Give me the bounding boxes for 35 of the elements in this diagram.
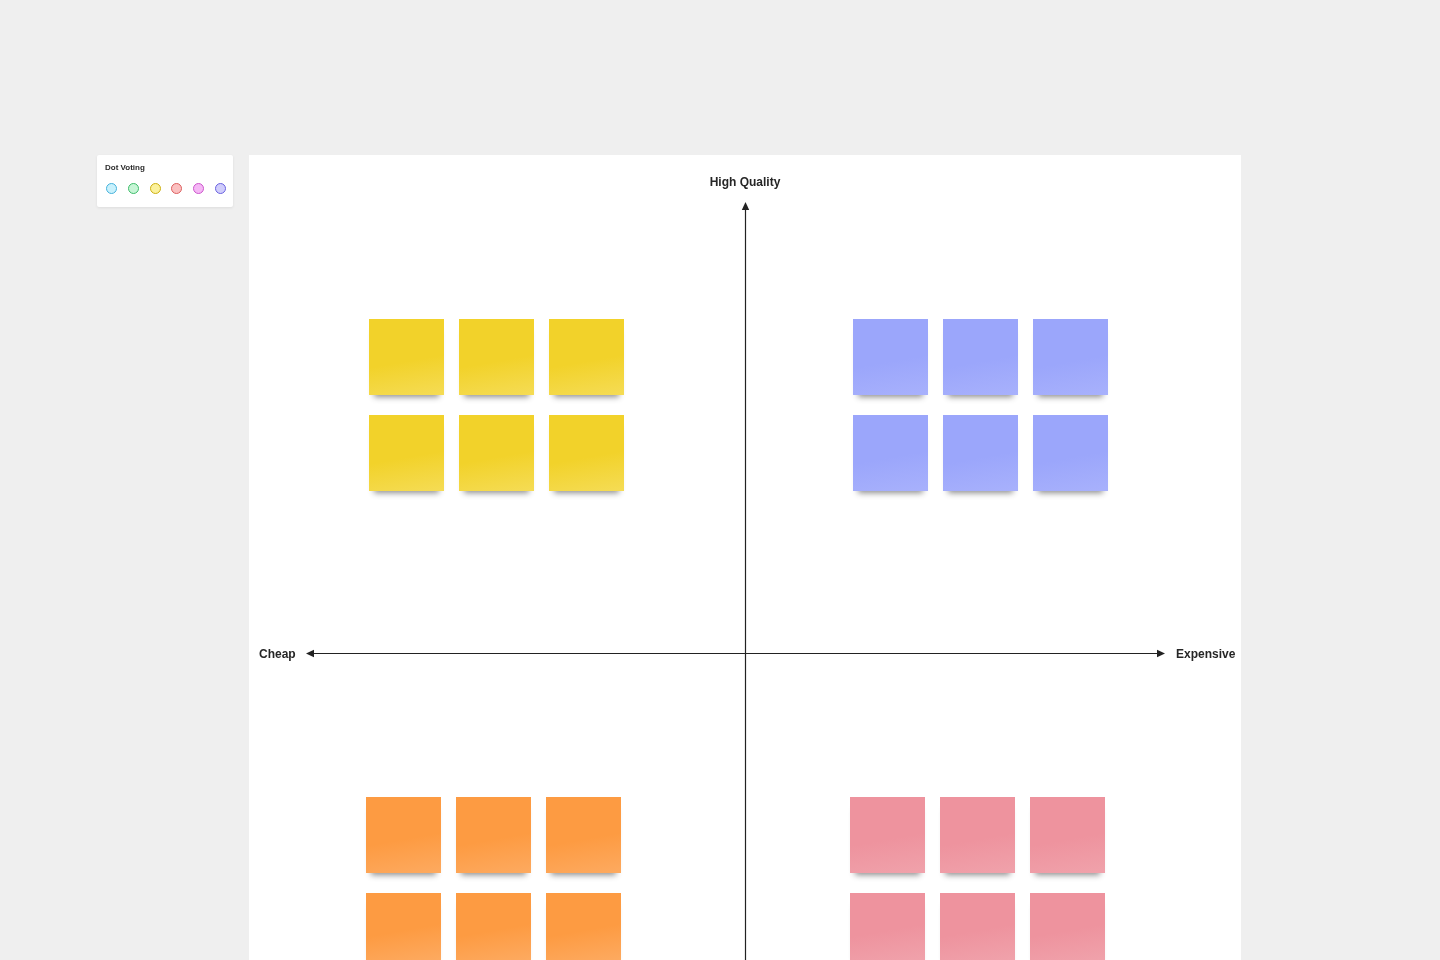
sticky-note bbox=[549, 319, 624, 395]
sticky-note bbox=[456, 797, 531, 873]
sticky-note bbox=[546, 893, 621, 960]
sticky-note bbox=[1033, 319, 1108, 395]
axis-label: Expensive bbox=[1176, 647, 1236, 661]
voting-dot-icon bbox=[192, 182, 204, 194]
sticky-note bbox=[456, 893, 531, 960]
sticky-note bbox=[853, 319, 928, 395]
sticky-note bbox=[369, 319, 444, 395]
sticky-note bbox=[369, 415, 444, 491]
sticky-note bbox=[940, 893, 1015, 960]
sticky-note bbox=[943, 415, 1018, 491]
sticky-note bbox=[940, 797, 1015, 873]
dot-voting-panel bbox=[97, 155, 233, 207]
sticky-note bbox=[1030, 893, 1105, 960]
sticky-note bbox=[366, 797, 441, 873]
voting-dot-icon bbox=[214, 182, 226, 194]
sticky-note bbox=[366, 893, 441, 960]
voting-dot-icon bbox=[170, 182, 182, 194]
voting-dot-icon bbox=[149, 182, 161, 194]
voting-dot-icon bbox=[105, 182, 117, 194]
sticky-note bbox=[546, 797, 621, 873]
sticky-note bbox=[853, 415, 928, 491]
axis-label: Cheap bbox=[259, 647, 296, 661]
sticky-note bbox=[549, 415, 624, 491]
axis-label: High Quality bbox=[709, 175, 781, 189]
panel-title: Dot Voting bbox=[105, 163, 145, 172]
sticky-note bbox=[1033, 415, 1108, 491]
sticky-note bbox=[850, 797, 925, 873]
sticky-note bbox=[1030, 797, 1105, 873]
voting-dot-icon bbox=[127, 182, 139, 194]
sticky-note bbox=[459, 319, 534, 395]
sticky-note bbox=[850, 893, 925, 960]
sticky-note bbox=[943, 319, 1018, 395]
sticky-note bbox=[459, 415, 534, 491]
